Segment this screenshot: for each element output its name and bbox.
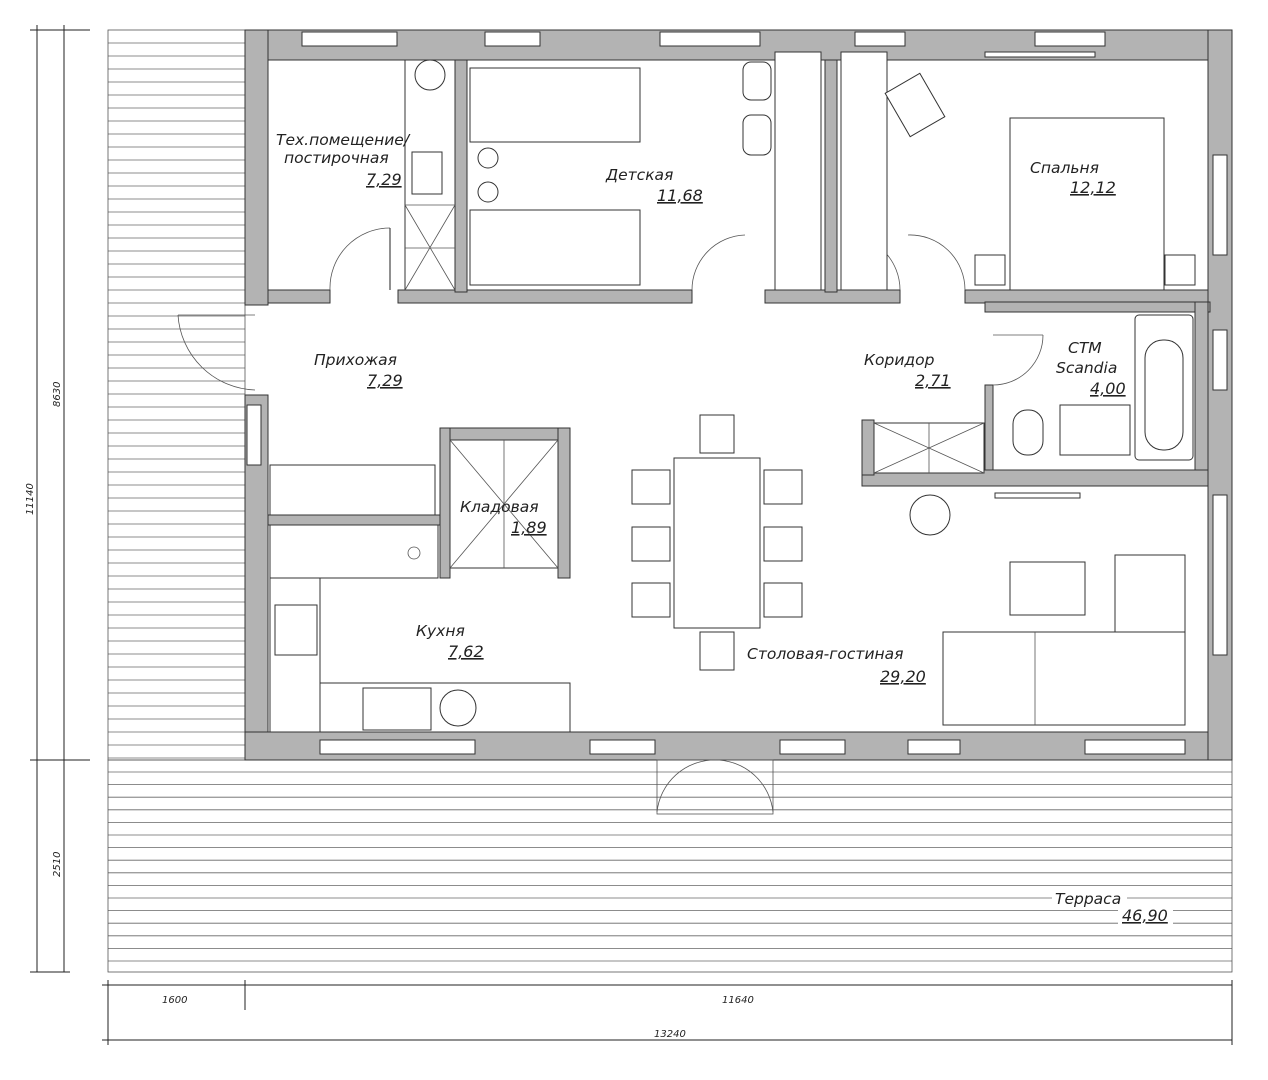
door-swings bbox=[177, 227, 1044, 815]
terrace-bottom-outline bbox=[107, 759, 1233, 973]
hall-name: Прихожая bbox=[314, 351, 397, 369]
terrace-left-outline bbox=[107, 29, 246, 761]
terrace-area: 46,90 bbox=[1122, 906, 1168, 925]
corridor-area: 2,71 bbox=[915, 371, 951, 390]
hall-area: 7,29 bbox=[367, 371, 403, 390]
bedroom-name: Спальня bbox=[1030, 159, 1099, 177]
dim-terrace-width: 1600 bbox=[162, 995, 187, 1006]
living-area: 29,20 bbox=[880, 667, 926, 686]
terrace-decking bbox=[108, 42, 1232, 962]
dimension-labels: 11140 8630 2510 1600 11640 13240 bbox=[25, 382, 754, 1040]
bedroom-area: 12,12 bbox=[1070, 178, 1116, 197]
bath-area: 4,00 bbox=[1090, 379, 1126, 398]
windows bbox=[246, 31, 1228, 755]
kids-room-name: Детская bbox=[605, 166, 673, 184]
pantry-name: Кладовая bbox=[460, 498, 539, 516]
kids-room-area: 11,68 bbox=[657, 186, 703, 205]
bath-name: СТМ bbox=[1068, 339, 1102, 357]
tech-room-area: 7,29 bbox=[366, 170, 402, 189]
dim-house-height: 8630 bbox=[52, 382, 63, 407]
dim-house-width: 11640 bbox=[722, 995, 754, 1006]
pantry-area: 1,89 bbox=[511, 518, 547, 537]
dim-total-height: 11140 bbox=[25, 483, 36, 515]
bath-name-2: Scandia bbox=[1056, 359, 1117, 377]
kitchen-name: Кухня bbox=[416, 622, 465, 640]
living-name: Столовая-гостиная bbox=[747, 645, 903, 663]
furniture bbox=[269, 51, 1196, 733]
dim-total-width: 13240 bbox=[654, 1029, 686, 1040]
room-labels: Тех.помещение/ постирочная 7,29 Детская … bbox=[276, 131, 1173, 925]
dim-terrace-depth: 2510 bbox=[52, 852, 63, 877]
interior-walls bbox=[267, 59, 1211, 579]
kitchen-area: 7,62 bbox=[448, 642, 484, 661]
terrace-name: Терраса bbox=[1055, 890, 1121, 908]
tech-room-name: Тех.помещение/ bbox=[276, 131, 411, 149]
tech-room-name-2: постирочная bbox=[284, 149, 389, 167]
dimension-lines bbox=[30, 25, 1233, 1045]
corridor-name: Коридор bbox=[864, 351, 935, 369]
